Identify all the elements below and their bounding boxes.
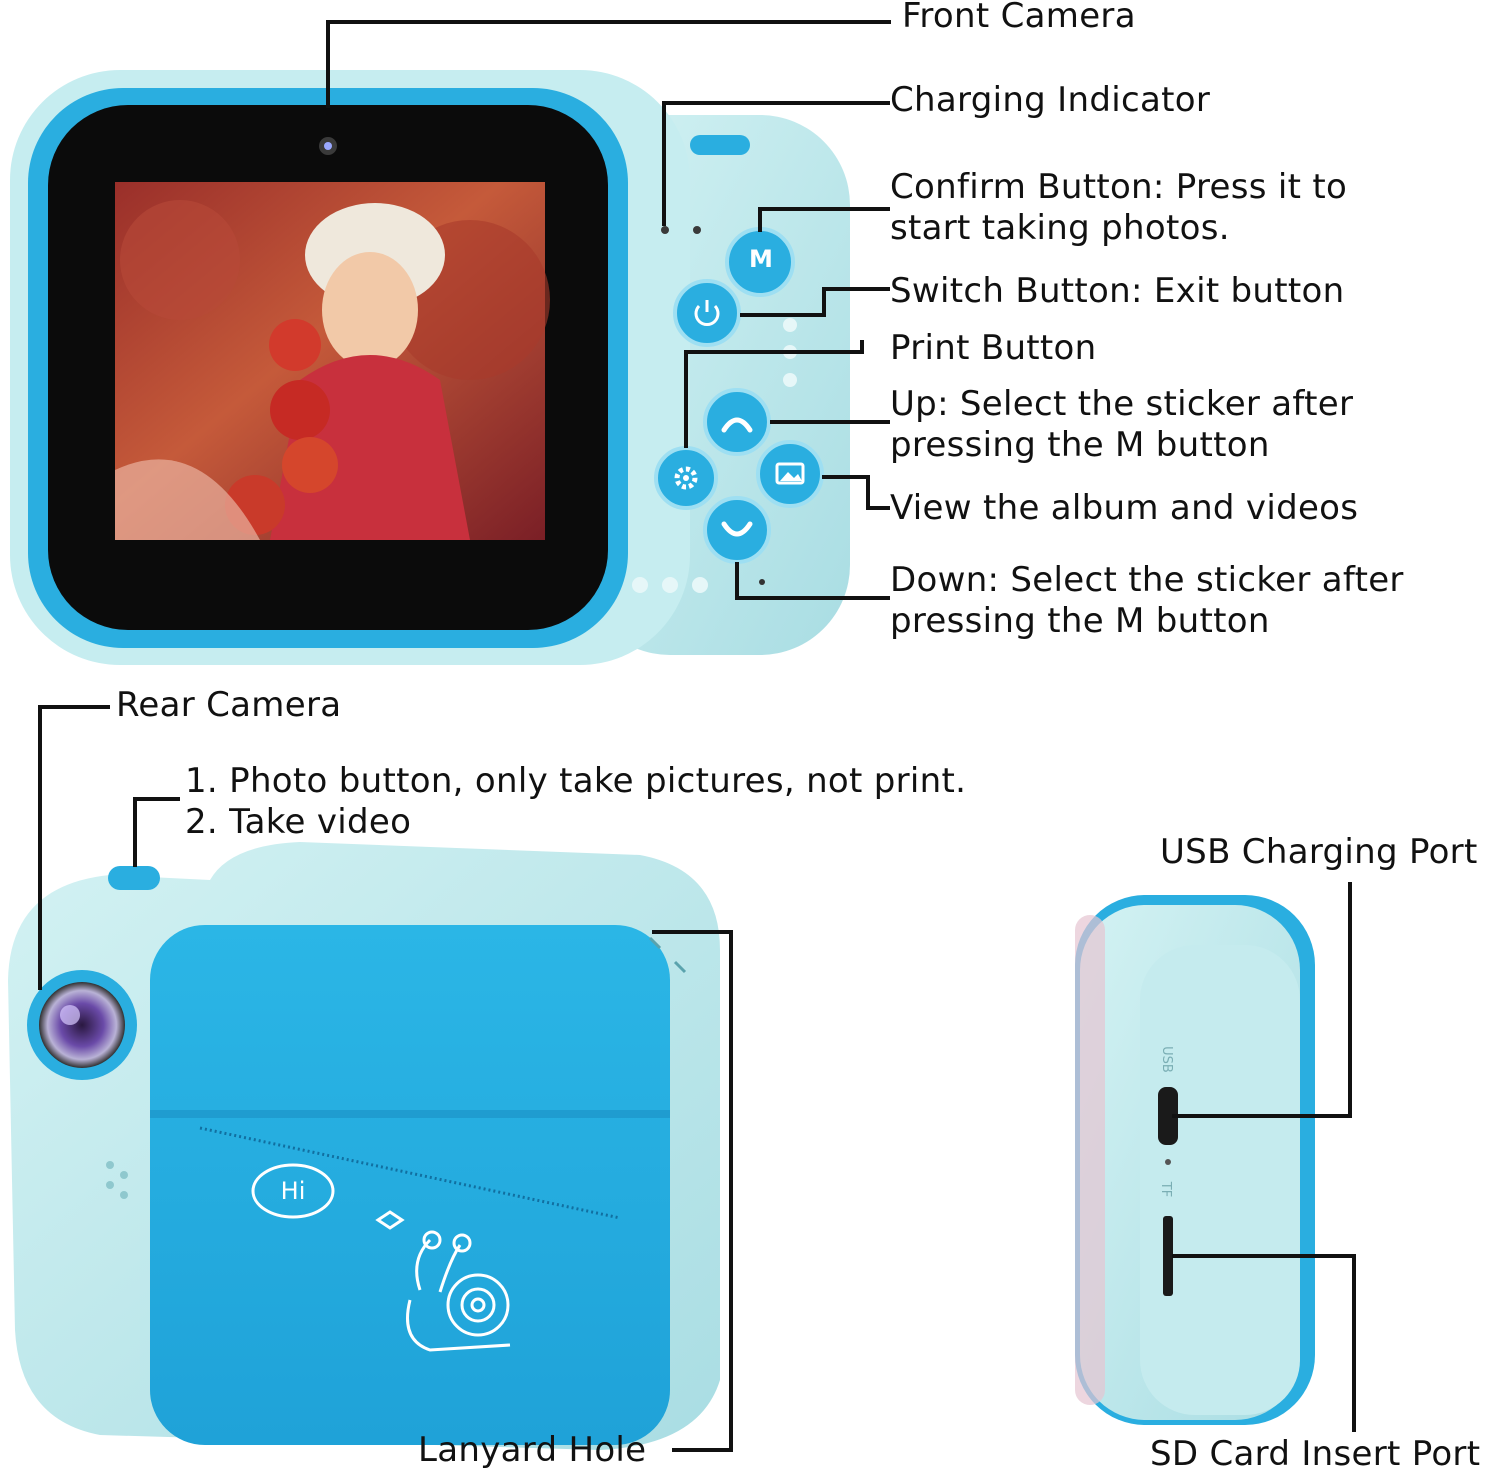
leader-lanyard-v <box>729 930 733 1452</box>
rear-lens <box>39 982 125 1068</box>
usb-port <box>1158 1087 1178 1145</box>
leader-confirm-v <box>758 207 762 232</box>
label-charging-indicator: Charging Indicator <box>890 80 1211 120</box>
leader-switch-h2 <box>740 313 826 317</box>
leader-usb-v <box>1348 882 1352 1118</box>
leader-sd-h <box>1172 1254 1356 1258</box>
front-camera-body <box>10 70 850 665</box>
print-button[interactable] <box>654 446 718 510</box>
label-usb-port: USB Charging Port <box>1160 832 1478 872</box>
label-up-1: Up: Select the sticker after <box>890 384 1354 424</box>
leader-up-h <box>770 420 890 424</box>
leader-confirm-h <box>758 207 890 211</box>
printer-cover <box>150 925 670 1445</box>
leader-sd-v <box>1352 1254 1356 1432</box>
label-photo-button-1: 1. Photo button, only take pictures, not… <box>185 761 967 801</box>
leader-print-v2 <box>860 340 864 354</box>
rear-camera-body <box>8 842 720 1450</box>
label-sd-port: SD Card Insert Port <box>1150 1434 1481 1474</box>
label-confirm-button-1: Confirm Button: Press it to <box>890 167 1348 207</box>
leader-down-h <box>735 596 890 600</box>
side-camera-body <box>1075 895 1315 1425</box>
up-arrow-icon <box>721 417 753 433</box>
label-down-1: Down: Select the sticker after <box>890 560 1404 600</box>
leader-lanyard-h-bottom <box>672 1448 733 1452</box>
usb-port-mark: USB <box>1158 1046 1174 1073</box>
image-icon <box>775 462 805 485</box>
label-lanyard-hole: Lanyard Hole <box>418 1430 647 1470</box>
leader-switch-v <box>822 287 826 317</box>
label-front-camera: Front Camera <box>902 0 1136 36</box>
leader-lanyard-h-top <box>652 930 733 934</box>
snail-doodle <box>375 1210 511 1352</box>
leader-album-h2 <box>866 506 890 510</box>
leader-front-camera-h <box>326 20 891 24</box>
leader-print-h <box>684 350 864 354</box>
charging-indicator-dot <box>661 226 669 234</box>
leader-charging-h <box>662 101 890 105</box>
confirm-button-label: M <box>749 245 773 273</box>
label-rear-camera: Rear Camera <box>116 685 342 725</box>
hi-text: Hi <box>280 1177 306 1205</box>
leader-album-h <box>822 475 870 479</box>
tf-port-mark: TF <box>1158 1181 1174 1198</box>
leader-rear-camera-v <box>38 705 42 990</box>
leader-album-v <box>866 475 870 510</box>
label-switch-button: Switch Button: Exit button <box>890 271 1345 311</box>
leader-rear-camera-h <box>38 705 110 709</box>
sd-slot <box>1163 1216 1173 1296</box>
up-button[interactable] <box>703 388 771 456</box>
label-confirm-button-2: start taking photos. <box>890 208 1230 248</box>
label-down-2: pressing the M button <box>890 601 1270 641</box>
label-print-button: Print Button <box>890 328 1097 368</box>
down-arrow-icon <box>721 521 753 537</box>
leader-down-v <box>735 562 739 600</box>
switch-button[interactable] <box>673 279 741 347</box>
hi-bubble <box>251 1163 335 1219</box>
label-up-2: pressing the M button <box>890 425 1270 465</box>
leader-front-camera-v <box>326 20 330 108</box>
gear-icon <box>674 466 698 490</box>
leader-print-v <box>684 350 688 448</box>
leader-charging-v <box>662 101 666 226</box>
leader-usb-h <box>1172 1114 1352 1118</box>
leader-switch-h <box>822 287 890 291</box>
label-photo-button-2: 2. Take video <box>185 802 412 842</box>
power-icon <box>694 304 720 326</box>
down-button[interactable] <box>703 496 771 564</box>
leader-photo-v <box>133 797 137 867</box>
album-button[interactable] <box>756 440 824 508</box>
leader-photo-h <box>133 797 180 801</box>
label-view-album: View the album and videos <box>890 488 1359 528</box>
photo-button-shape <box>108 866 160 890</box>
